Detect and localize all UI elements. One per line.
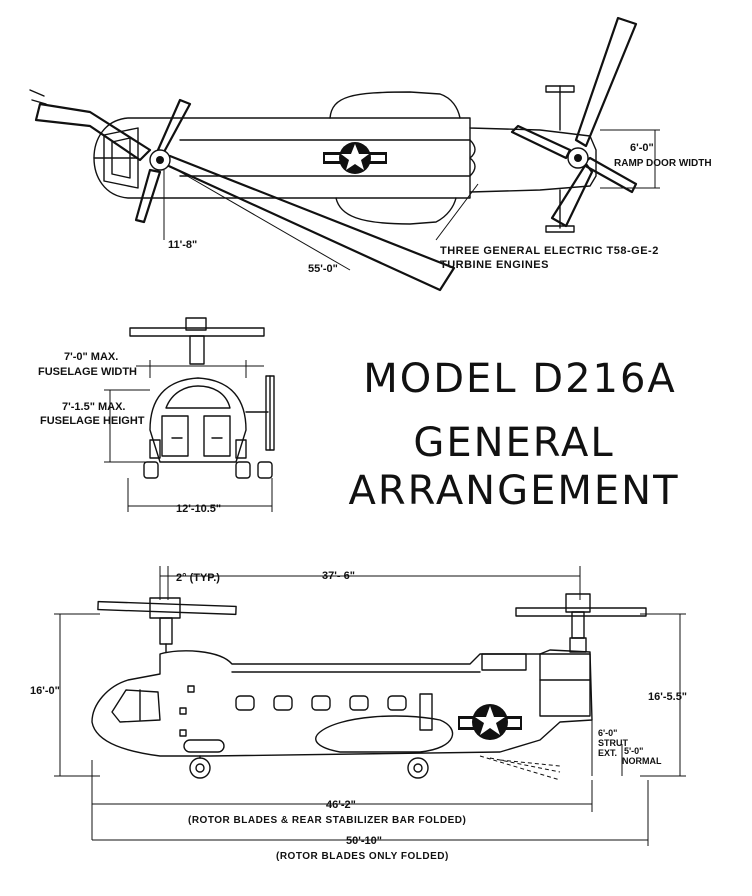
top-right-sponson <box>335 197 457 225</box>
strut-line-3: EXT. <box>598 748 617 758</box>
strut-line-1: 6'-0" <box>598 728 617 738</box>
front-view: 7'-0" MAX. FUSELAGE WIDTH 7'-1.5" MAX. F… <box>38 317 275 515</box>
ramp-door-label: RAMP DOOR WIDTH <box>614 158 712 169</box>
side-main-wheel <box>407 757 429 779</box>
side-sponson <box>315 715 454 753</box>
top-star-insignia <box>323 142 387 174</box>
side-rear-rotor <box>515 593 647 653</box>
length-folded-note: (ROTOR BLADES & REAR STABILIZER BAR FOLD… <box>188 815 466 826</box>
height-rear-dim: 16'-5.5" <box>648 691 687 703</box>
side-cockpit-window <box>111 689 161 723</box>
side-nose-wheel <box>189 757 211 779</box>
side-star-insignia <box>458 704 522 740</box>
rotor-diameter-dim: 55'-0" <box>308 263 338 275</box>
side-fuselage <box>91 649 593 757</box>
top-fuselage <box>93 117 597 199</box>
engines-label-1: THREE GENERAL ELECTRIC T58-GE-2 <box>440 245 659 257</box>
fuselage-width-label: FUSELAGE WIDTH <box>38 366 137 378</box>
side-windows <box>235 695 407 711</box>
title-line-2: GENERAL <box>413 420 614 466</box>
top-cockpit <box>103 127 139 189</box>
strut-line-2: STRUT <box>598 738 628 748</box>
top-rear-rotor <box>510 16 638 228</box>
length-rotor-folded-dim: 50'-10" <box>346 835 382 847</box>
length-folded-dim: 46'-2" <box>326 799 356 811</box>
ramp-door-dim: 6'-0" <box>630 142 654 154</box>
normal-line-1: 5'-0" <box>624 746 643 756</box>
front-fuselage <box>149 377 247 463</box>
fuselage-width-dim: 7'-0" MAX. <box>64 351 118 363</box>
fuselage-height-dim: 7'-1.5" MAX. <box>62 401 125 413</box>
front-right-wheel <box>235 461 251 479</box>
front-rotor-blade <box>129 327 265 337</box>
length-rotor-folded-note: (ROTOR BLADES ONLY FOLDED) <box>276 851 449 862</box>
engines-label-2: TURBINE ENGINES <box>440 259 549 271</box>
side-view: 2° (TYP.) 37'- 6" 16'-0" 16'-5.5" 6'-0" … <box>30 566 687 862</box>
side-front-rotor <box>97 597 237 653</box>
normal-line-2: NORMAL <box>622 756 662 766</box>
title-line-1: MODEL D216A <box>363 356 677 402</box>
front-left-wheel <box>143 461 159 479</box>
drawing-title: MODEL D216A GENERAL ARRANGEMENT <box>348 356 679 514</box>
fuselage-height-label: FUSELAGE HEIGHT <box>40 415 145 427</box>
track-dim: 12'-10.5" <box>176 503 221 515</box>
side-door <box>419 693 433 731</box>
rotor-spacing-dim: 37'- 6" <box>322 570 355 582</box>
top-front-rotor <box>29 89 456 292</box>
top-view: 6'-0" RAMP DOOR WIDTH 11'-8" 55'-0" THRE… <box>29 16 712 292</box>
hub-offset-dim: 11'-8" <box>168 239 197 251</box>
height-front-dim: 16'-0" <box>30 685 60 697</box>
title-line-3: ARRANGEMENT <box>348 468 679 514</box>
blade-angle-label: 2° (TYP.) <box>176 572 220 584</box>
top-left-sponson <box>329 91 461 119</box>
